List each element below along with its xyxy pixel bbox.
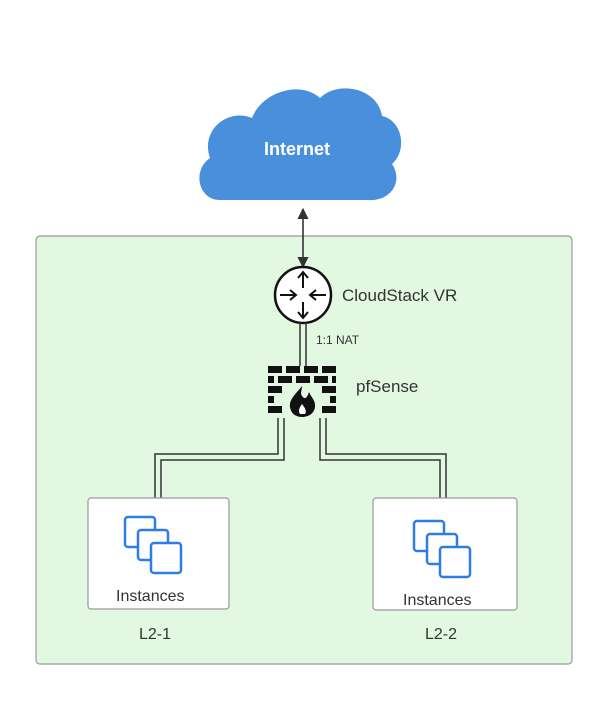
nat-link: [299, 323, 307, 366]
instances-label-l2-1: Instances: [116, 588, 185, 605]
firewall-label: pfSense: [356, 377, 419, 396]
router-label: CloudStack VR: [342, 286, 458, 305]
nat-link-label: 1:1 NAT: [316, 333, 360, 347]
network-label-l2-2: L2-2: [425, 626, 458, 643]
internet-cloud: [199, 88, 402, 201]
link-to-l2-1: [154, 418, 285, 498]
network-label-l2-1: L2-1: [139, 626, 172, 643]
instances-label-l2-2: Instances: [403, 592, 472, 609]
firewall-icon: [268, 366, 336, 417]
router-icon: [273, 265, 333, 325]
link-to-l2-2: [319, 418, 447, 498]
internet-label: Internet: [264, 139, 331, 159]
